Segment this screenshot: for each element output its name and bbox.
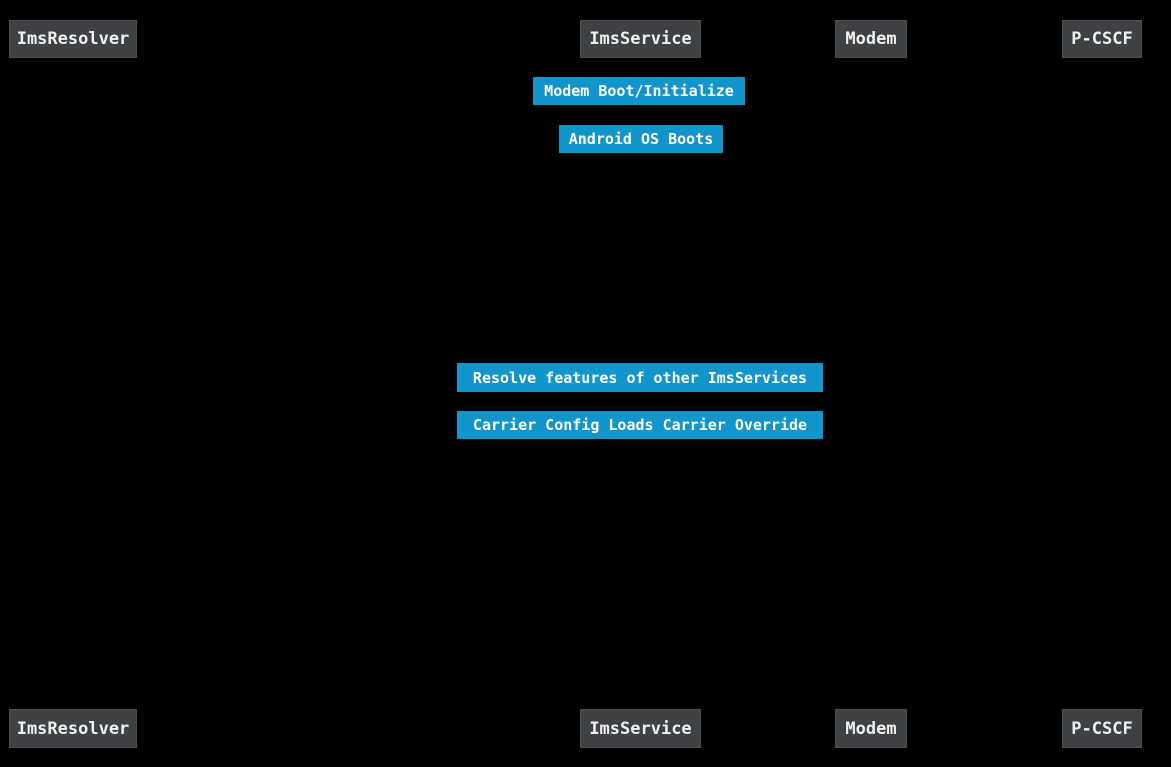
lifeline-imsresolver xyxy=(73,58,74,709)
participant-top-modem: Modem xyxy=(835,20,907,58)
note-modem-boot-initialize: Modem Boot/Initialize xyxy=(533,77,745,105)
participant-bottom-imsservice: ImsService xyxy=(580,709,701,748)
participant-bottom-pcscf: P-CSCF xyxy=(1062,709,1142,748)
participant-bottom-imsresolver: ImsResolver xyxy=(9,709,137,748)
participant-top-imsresolver: ImsResolver xyxy=(9,20,137,58)
lifeline-pcscf xyxy=(1102,58,1103,709)
participant-bottom-modem: Modem xyxy=(835,709,907,748)
participant-top-pcscf: P-CSCF xyxy=(1062,20,1142,58)
lifeline-modem xyxy=(871,58,872,709)
participant-top-imsservice: ImsService xyxy=(580,20,701,58)
note-resolve-features-other-imsservices: Resolve features of other ImsServices xyxy=(457,363,823,392)
note-carrier-config-loads-carrier-override: Carrier Config Loads Carrier Override xyxy=(457,411,823,439)
note-android-os-boots: Android OS Boots xyxy=(559,125,723,153)
